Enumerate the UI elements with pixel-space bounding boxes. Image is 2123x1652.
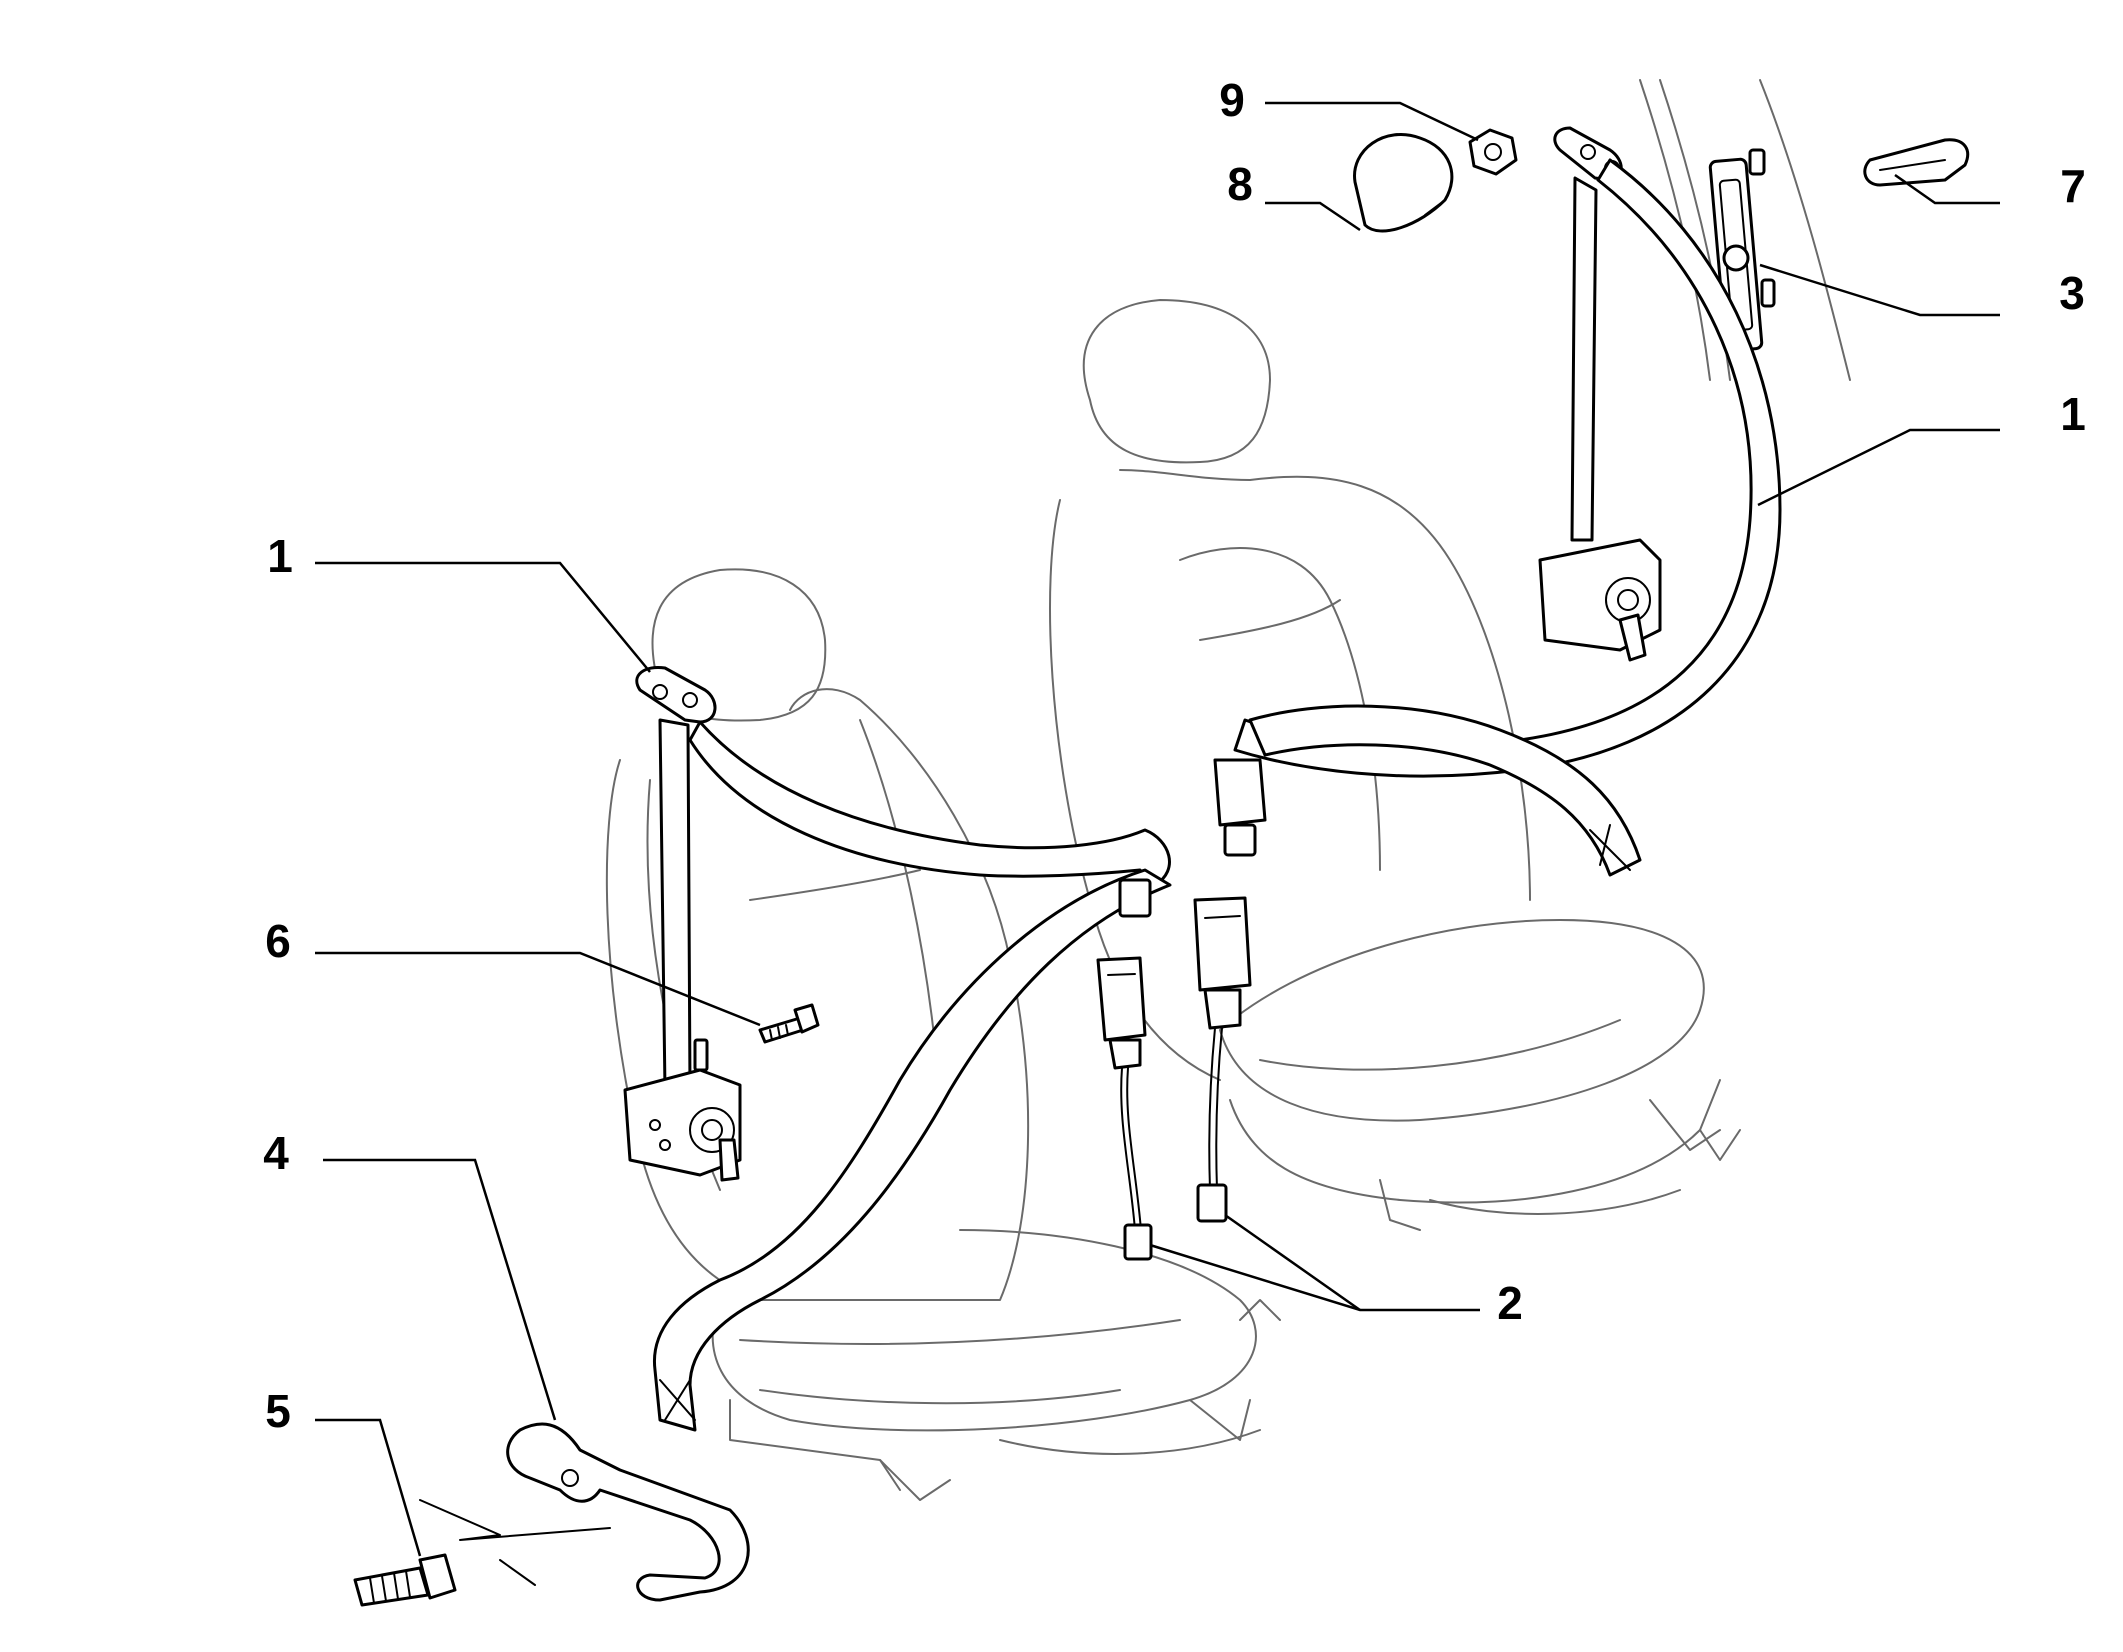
left-seat-outline bbox=[605, 568, 1281, 1501]
nut-part-9 bbox=[1468, 128, 1518, 176]
bolt-part-5 bbox=[353, 1553, 457, 1607]
leader-3 bbox=[1759, 263, 2000, 317]
callout-3: 3 bbox=[2059, 267, 2085, 319]
buckle-assemblies-part-2 bbox=[1096, 896, 1252, 1261]
floor-bar-part-4 bbox=[419, 1422, 750, 1602]
callout-numbers: 9 8 7 3 1 1 6 4 2 5 bbox=[263, 74, 2086, 1437]
leader-9 bbox=[1265, 101, 1479, 142]
callout-8: 8 bbox=[1227, 158, 1253, 210]
right-seat-belt-assembly bbox=[1213, 126, 1782, 877]
leader-7 bbox=[1894, 173, 2000, 205]
leader-2b bbox=[1224, 1213, 1361, 1312]
cover-cap-part-7 bbox=[1863, 138, 1970, 187]
leader-6 bbox=[315, 951, 761, 1027]
callout-2: 2 bbox=[1497, 1277, 1523, 1329]
callout-6: 6 bbox=[265, 915, 291, 967]
leader-8 bbox=[1265, 201, 1361, 232]
right-seat-outline bbox=[1049, 299, 1741, 1231]
callout-1-left: 1 bbox=[267, 530, 293, 582]
bolt-part-6 bbox=[758, 1003, 820, 1044]
leader-4 bbox=[323, 1158, 557, 1421]
leader-1-left bbox=[315, 561, 651, 673]
callout-1-right: 1 bbox=[2060, 388, 2086, 440]
callout-9: 9 bbox=[1219, 74, 1245, 126]
leader-5 bbox=[315, 1418, 422, 1557]
trim-cap-part-8 bbox=[1353, 132, 1454, 233]
callout-5: 5 bbox=[265, 1385, 291, 1437]
leader-lines bbox=[315, 101, 2000, 1557]
leader-1-right bbox=[1757, 428, 2000, 507]
callout-4: 4 bbox=[263, 1127, 289, 1179]
left-seat-belt-assembly bbox=[623, 665, 1172, 1432]
callout-7: 7 bbox=[2060, 160, 2086, 212]
